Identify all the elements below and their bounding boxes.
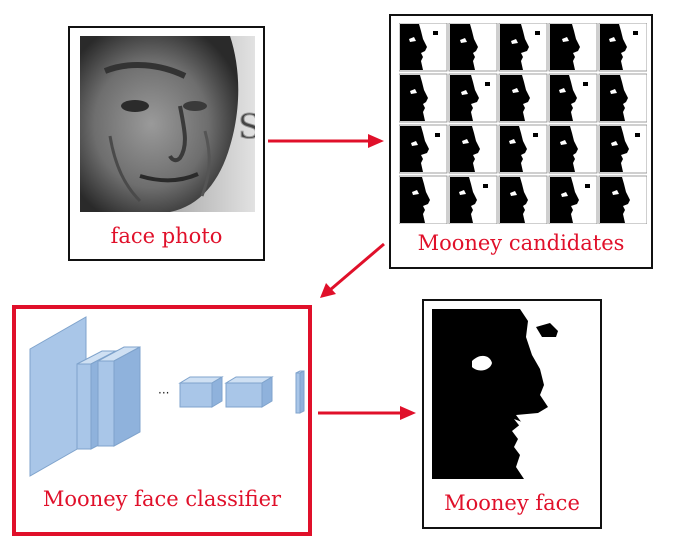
- candidate-thumbnail: [548, 73, 598, 123]
- cnn-diagram: ···: [29, 316, 305, 477]
- candidate-thumbnail: [448, 175, 498, 224]
- mooney-candidates-label: Mooney candidates: [417, 231, 625, 255]
- candidate-thumbnail: [598, 73, 647, 123]
- arrow-photo-to-candidates: [268, 134, 384, 148]
- classifier-box: ··· Mooney face classifier: [12, 305, 312, 536]
- arrow-candidates-to-classifier: [320, 242, 385, 298]
- candidate-thumbnail: [399, 175, 448, 224]
- candidate-thumbnail: [448, 23, 498, 72]
- cnn-ellipsis: ···: [158, 386, 169, 400]
- candidate-thumbnail: [498, 175, 548, 224]
- candidate-thumbnail: [448, 124, 498, 174]
- candidate-thumbnail: [399, 124, 448, 174]
- mooney-face-image: [432, 309, 594, 479]
- mooney-face-label: Mooney face: [444, 491, 580, 515]
- svg-text:S: S: [238, 107, 255, 147]
- candidate-thumbnail: [548, 124, 598, 174]
- candidate-thumbnail: [448, 73, 498, 123]
- classifier-label: Mooney face classifier: [42, 487, 282, 511]
- face-photo-label: face photo: [110, 224, 223, 248]
- face-photo-image: S: [80, 36, 255, 212]
- cnn-output-layer: [295, 370, 305, 414]
- candidate-thumbnail: [498, 124, 548, 174]
- mooney-candidates-grid: [399, 23, 647, 224]
- cnn-layer-3: [97, 346, 141, 447]
- candidate-thumbnail: [598, 23, 647, 72]
- candidate-thumbnail: [598, 124, 647, 174]
- candidate-thumbnail: [598, 175, 647, 224]
- candidate-thumbnail: [399, 73, 448, 123]
- candidate-thumbnail: [399, 23, 448, 72]
- candidate-thumbnail: [498, 73, 548, 123]
- candidate-thumbnail: [498, 23, 548, 72]
- mooney-face-box: Mooney face: [422, 299, 602, 529]
- face-photo-box: S face photo: [68, 26, 265, 261]
- cnn-layer-5: [224, 376, 274, 408]
- arrow-classifier-to-face: [318, 406, 416, 420]
- candidate-thumbnail: [548, 175, 598, 224]
- candidate-thumbnail: [548, 23, 598, 72]
- mooney-candidates-box: Mooney candidates: [389, 14, 653, 269]
- cnn-layer-4: [178, 376, 224, 408]
